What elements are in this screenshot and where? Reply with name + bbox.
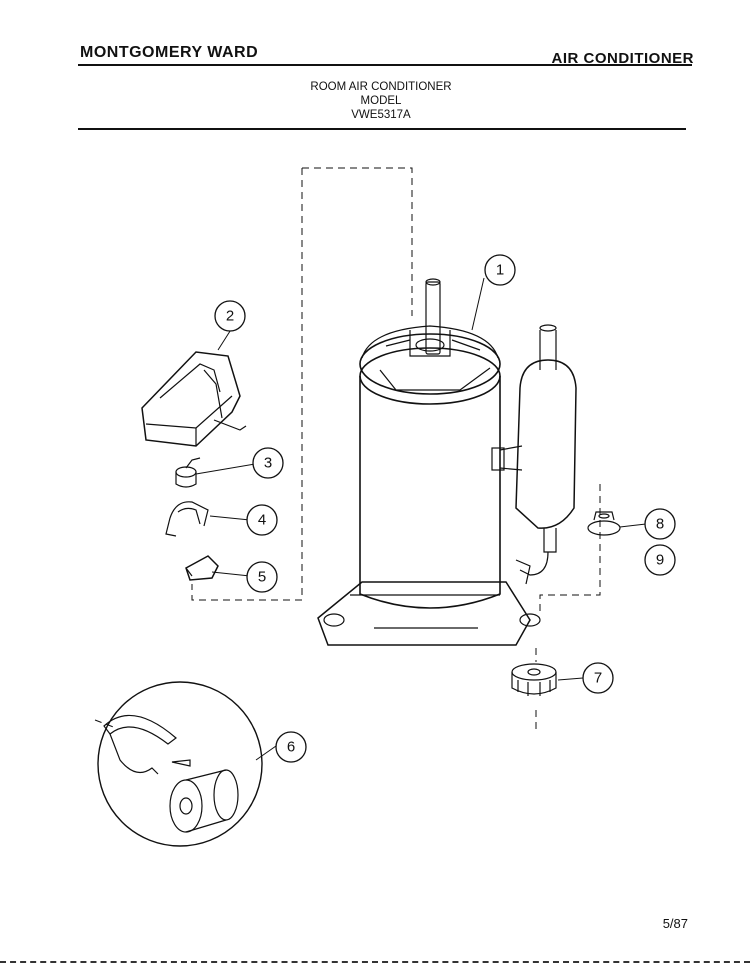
footer-rule — [0, 961, 750, 963]
callout-2: 2 — [214, 300, 246, 332]
washer-grommet — [587, 511, 621, 536]
overload-protector — [175, 457, 201, 488]
svg-text:9: 9 — [656, 552, 664, 569]
model-number: VWE5317A — [351, 109, 411, 121]
svg-text:2: 2 — [226, 308, 234, 325]
callout-5: 5 — [246, 561, 278, 593]
retainer-clip — [165, 501, 209, 537]
callout-1: 1 — [484, 254, 516, 286]
header-rule — [78, 64, 692, 66]
svg-text:8: 8 — [656, 516, 664, 533]
svg-text:7: 7 — [594, 670, 602, 687]
leader-lines — [195, 277, 647, 761]
accumulator — [491, 324, 577, 585]
callout-9: 9 — [644, 544, 676, 576]
product-name: ROOM AIR CONDITIONER — [310, 81, 452, 93]
svg-text:4: 4 — [258, 512, 266, 529]
svg-text:5: 5 — [258, 569, 266, 586]
callout-8: 8 — [644, 508, 676, 540]
svg-text:6: 6 — [287, 739, 295, 756]
category-title: AIR CONDITIONER — [551, 50, 694, 67]
grommet-nut — [511, 663, 557, 696]
compressor — [317, 278, 541, 646]
detail-mount-clip — [97, 681, 263, 847]
svg-text:1: 1 — [496, 262, 504, 279]
brand-title: MONTGOMERY WARD — [80, 44, 259, 61]
callout-4: 4 — [246, 504, 278, 536]
terminal-cover — [141, 351, 247, 447]
terminal-boot — [185, 555, 219, 581]
svg-text:3: 3 — [264, 455, 272, 472]
callout-6: 6 — [275, 731, 307, 763]
date-code: 5/87 — [662, 916, 688, 931]
dashed-guides — [94, 167, 601, 730]
subtitle-rule — [78, 128, 686, 130]
model-label: MODEL — [360, 95, 402, 107]
callout-group: 1 2 3 4 5 6 7 8 — [214, 254, 676, 763]
callout-3: 3 — [252, 447, 284, 479]
callout-7: 7 — [582, 662, 614, 694]
